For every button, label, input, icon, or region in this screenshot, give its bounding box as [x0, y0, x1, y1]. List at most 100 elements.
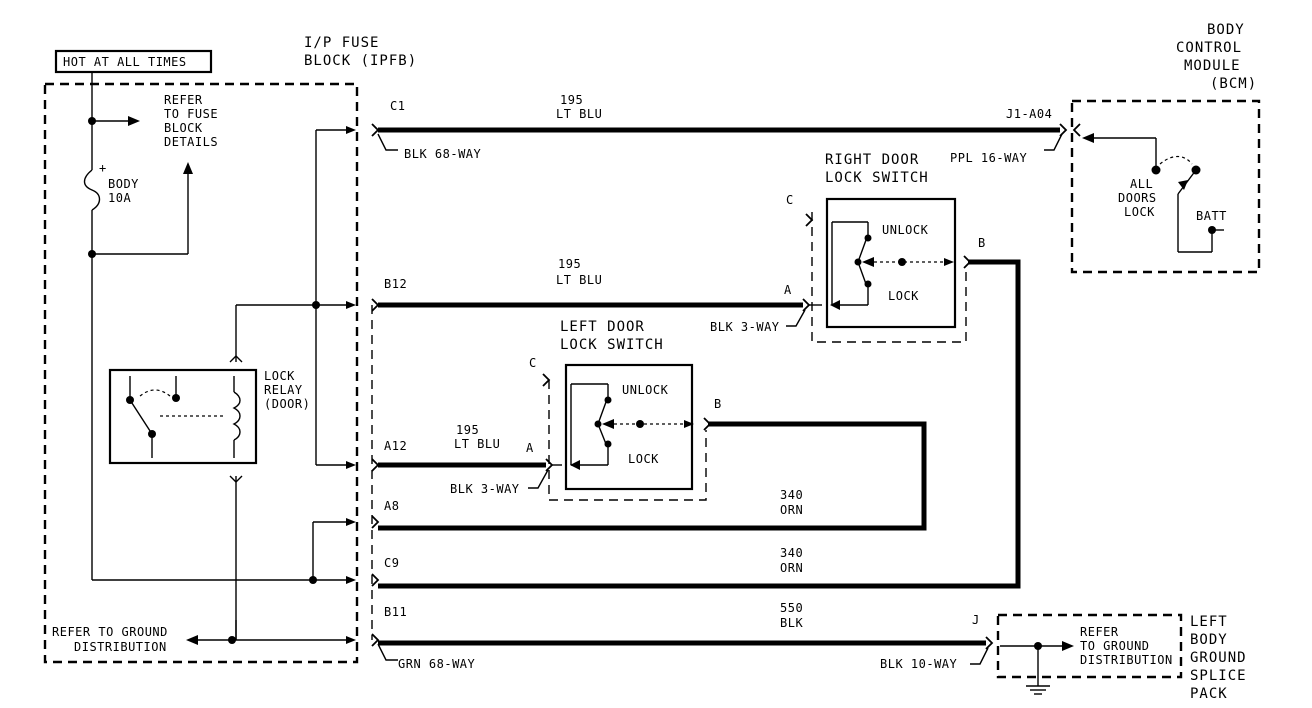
pin-c1: C1: [390, 99, 405, 113]
blk10-leader: [970, 647, 989, 665]
arrow-left-icon: [186, 635, 198, 645]
connector-icon: [985, 636, 994, 650]
right-door-switch-title1: RIGHT DOOR: [825, 152, 919, 168]
right-switch-pin-b: B: [978, 236, 986, 250]
right-switch-blade: [857, 261, 867, 285]
refer-lbg-line2: TO GROUND: [1080, 639, 1150, 653]
wire-340-b-color: ORN: [780, 561, 803, 575]
connector-icon: [371, 298, 380, 312]
wire-a8-to-left-switch-b: [378, 421, 927, 531]
left-body-ground-title2: BODY: [1190, 632, 1228, 648]
fuse-plus: +: [99, 161, 107, 175]
left-door-switch-box: [564, 363, 694, 491]
wire-195-top-color: LT BLU: [556, 107, 602, 121]
bcm-title4: (BCM): [1210, 76, 1257, 92]
arrow-right-icon: [346, 576, 356, 584]
connector-icon: [542, 373, 551, 387]
pin-j1-a04: J1-A04: [1006, 107, 1052, 121]
relay-switch-blade: [129, 399, 153, 435]
right-door-switch-title2: LOCK SWITCH: [825, 170, 929, 186]
blk68-leader: [377, 133, 398, 151]
connector-icon: [963, 255, 972, 269]
bcm-title3: MODULE: [1184, 58, 1241, 74]
right-switch-pin-a: A: [784, 283, 792, 297]
bcm-title1: BODY: [1207, 22, 1245, 38]
connector-blk3-left: BLK 3-WAY: [450, 482, 520, 496]
relay-armature-link: [139, 389, 171, 397]
wire-340-b-num: 340: [780, 546, 803, 560]
left-switch-pin-a: A: [526, 441, 534, 455]
right-switch-dashed-outline: [811, 212, 967, 343]
refer-ground-line1: REFER TO GROUND: [52, 625, 168, 639]
fuse-rating: 10A: [108, 191, 131, 205]
ppl16-leader: [1044, 133, 1063, 151]
wire-c9-to-right-switch-b: [378, 259, 1021, 589]
left-switch-pin-b: B: [714, 397, 722, 411]
refer-fuse-line4: DETAILS: [164, 135, 218, 149]
connector-icon: [1059, 123, 1068, 137]
wire-195-low-num: 195: [456, 423, 479, 437]
refer-ground-line2: DISTRIBUTION: [74, 640, 167, 654]
connector-icon: [371, 123, 380, 137]
ipfb-dashed-outline: [43, 82, 359, 664]
hot-at-all-times-box: [54, 49, 213, 74]
right-switch-actuator-dot: [898, 258, 906, 266]
bcm-switch-link: [1159, 155, 1193, 165]
right-switch-pin-c: C: [786, 193, 794, 207]
arrow-right-icon: [346, 636, 356, 644]
left-body-ground-title4: SPLICE: [1190, 668, 1247, 684]
right-switch-blade: [857, 239, 867, 263]
bcm-all-doors-2: DOORS: [1118, 191, 1157, 205]
right-switch-lock: LOCK: [888, 289, 919, 303]
left-body-ground-title3: GROUND: [1190, 650, 1247, 666]
left-door-switch-title1: LEFT DOOR: [560, 319, 645, 335]
refer-lbg-line1: REFER: [1080, 625, 1119, 639]
arrow-left-icon: [862, 257, 874, 267]
connector-icon: [371, 573, 380, 587]
lock-relay-label1: LOCK: [264, 369, 295, 383]
ipfb-title-line1: I/P FUSE: [304, 35, 379, 51]
left-switch-blade: [597, 423, 607, 445]
relay-coil-icon: [232, 391, 241, 441]
ipfb-title-line2: BLOCK (IPFB): [304, 53, 417, 69]
bcm-contact: [1151, 165, 1161, 175]
grn68-leader: [377, 643, 398, 661]
pin-b11: B11: [384, 605, 407, 619]
fuse-name: BODY: [108, 177, 139, 191]
wire-340-a-color: ORN: [780, 503, 803, 517]
relay-pin-icon: [229, 355, 243, 363]
refer-fuse-line1: REFER: [164, 93, 203, 107]
blk3-right-leader: [786, 309, 806, 327]
left-switch-dashed-outline: [548, 380, 707, 501]
arrow-right-icon: [346, 126, 356, 134]
connector-icon: [371, 515, 380, 529]
refer-fuse-line3: BLOCK: [164, 121, 203, 135]
connector-grn68: GRN 68-WAY: [398, 657, 476, 671]
refer-fuse-line2: TO FUSE: [164, 107, 218, 121]
connector-icon: [802, 298, 811, 312]
connector-blk3-right: BLK 3-WAY: [710, 320, 780, 334]
connector-blk68: BLK 68-WAY: [404, 147, 482, 161]
lock-relay-label3: (DOOR): [264, 397, 310, 411]
bcm-title2: CONTROL: [1176, 40, 1242, 56]
pin-a12: A12: [384, 439, 407, 453]
splice-dot: [228, 636, 236, 644]
arrow-right-icon: [128, 116, 140, 126]
right-door-switch-box: [825, 197, 957, 329]
ground-splice-dashed-outline: [996, 613, 1183, 679]
arrow-right-icon: [346, 461, 356, 469]
pin-a8: A8: [384, 499, 399, 513]
bcm-all-doors-3: LOCK: [1124, 205, 1155, 219]
wire-195-mid-num: 195: [558, 257, 581, 271]
left-door-switch-title2: LOCK SWITCH: [560, 337, 664, 353]
blk3-left-leader: [528, 469, 549, 489]
pin-j: J: [972, 613, 980, 627]
arrow-right-icon: [944, 258, 954, 266]
wire-195-low-color: LT BLU: [454, 437, 500, 451]
arrow-right-icon: [346, 301, 356, 309]
bcm-dashed-outline: [1070, 99, 1261, 274]
connector-icon: [371, 458, 380, 472]
refer-lbg-line3: DISTRIBUTION: [1080, 653, 1173, 667]
left-switch-actuator-dot: [636, 420, 644, 428]
wire-340-a-num: 340: [780, 488, 803, 502]
